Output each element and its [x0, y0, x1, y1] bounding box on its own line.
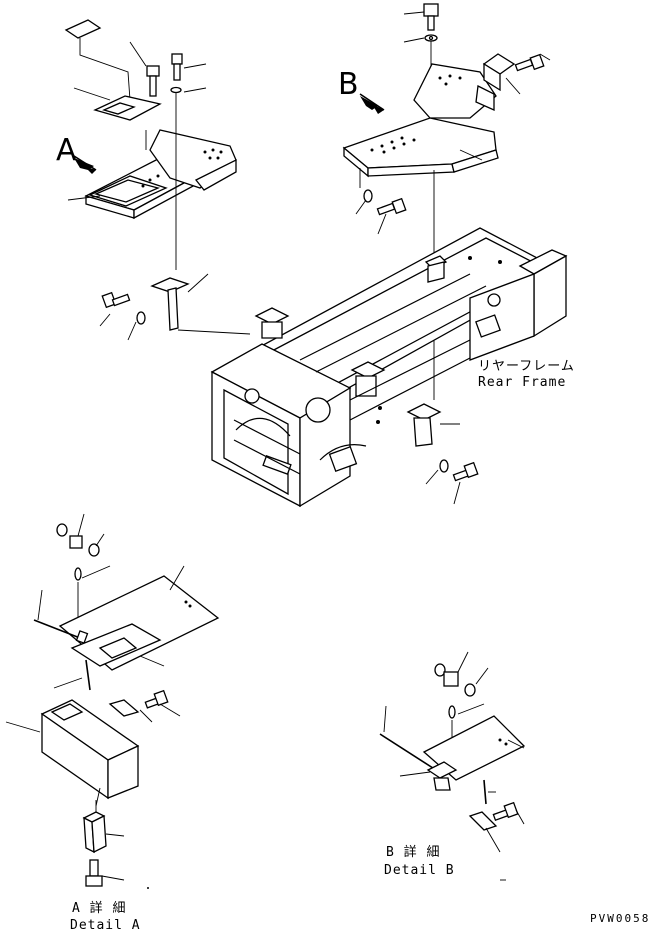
detail-b-label-jp: B 詳 細 [386, 844, 440, 860]
rear-frame-label-en: Rear Frame [478, 375, 566, 390]
step-b-assembly [342, 3, 551, 400]
rear-frame [210, 227, 568, 508]
detail-b-label-en: Detail B [384, 863, 455, 878]
detail-a-assembly [5, 513, 220, 889]
step-a-assembly [64, 19, 251, 341]
view-a-letter: A [56, 133, 77, 168]
detail-b-assembly [379, 651, 526, 881]
detail-a-label-en: Detail A [70, 918, 141, 931]
detail-a-label-jp: A 詳 細 [72, 900, 126, 916]
drawing-code: PVW0058 [590, 912, 650, 925]
view-b-letter: B [338, 67, 359, 102]
rear-frame-label-jp: リヤーフレーム [478, 359, 575, 374]
